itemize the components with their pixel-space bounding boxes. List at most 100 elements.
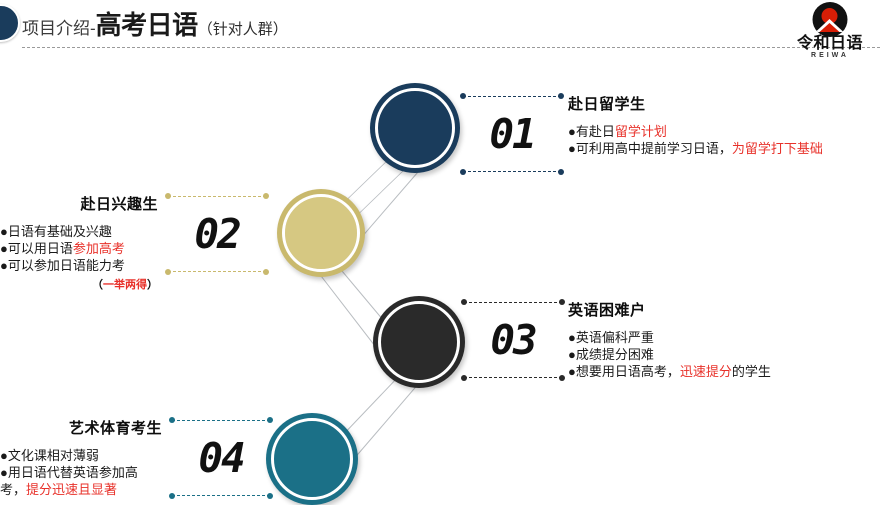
bullet-dot-icon: ● bbox=[0, 448, 8, 463]
bullet-text: 日语有基础及兴趣 bbox=[7, 224, 112, 239]
bullet-dot-icon: ● bbox=[0, 465, 8, 480]
bullet-text: 可以参加日语能力考 bbox=[7, 258, 125, 273]
page-title-prefix: 项目介绍- bbox=[22, 19, 96, 38]
section-bullets-01: ●有赴日留学计划●可利用高中提前学习日语，为留学打下基础 bbox=[568, 123, 868, 157]
node-circle-01 bbox=[370, 83, 460, 173]
bullet-item: ●可以用日语参加高考 bbox=[0, 240, 158, 257]
mountain-red-icon bbox=[819, 23, 840, 32]
bullet-text: 的学生 bbox=[731, 364, 771, 379]
bullet-item: ●想要用日语高考，迅速提分的学生 bbox=[568, 363, 868, 380]
bullet-item: ●有赴日留学计划 bbox=[568, 123, 868, 140]
number-dot-tr-04 bbox=[267, 417, 273, 423]
number-block-04: 04 bbox=[169, 417, 273, 499]
bullet-item: ●可以参加日语能力考 bbox=[0, 257, 158, 274]
section-note: （一举两得） bbox=[0, 276, 158, 292]
bullet-dot-icon: ● bbox=[568, 347, 576, 362]
number-rule-bottom-03 bbox=[464, 377, 562, 378]
number-dot-tl-04 bbox=[169, 417, 175, 423]
bullet-dot-icon: ● bbox=[568, 124, 576, 139]
bullet-dot-icon: ● bbox=[568, 364, 576, 379]
bullet-text-highlight: 参加高考 bbox=[72, 241, 125, 256]
bullet-text-highlight: 留学计划 bbox=[614, 124, 667, 139]
section-title-03: 英语困难户 bbox=[568, 302, 646, 319]
number-rule-top-03 bbox=[464, 302, 562, 303]
header-divider bbox=[22, 47, 880, 48]
number-label-02: 02 bbox=[194, 210, 241, 258]
logo-wordmark: 令和日语 bbox=[796, 35, 863, 52]
logo-subtext: REIWA bbox=[811, 52, 849, 59]
bullet-text: 有赴日 bbox=[575, 124, 615, 139]
bullet-dot-icon: ● bbox=[0, 258, 8, 273]
number-dot-bl-04 bbox=[169, 493, 175, 499]
bullet-dot-icon: ● bbox=[568, 141, 576, 156]
number-dot-tr-02 bbox=[263, 193, 269, 199]
node-circle-02 bbox=[277, 189, 365, 277]
number-rule-bottom-02 bbox=[168, 271, 266, 272]
number-label-03: 03 bbox=[490, 316, 537, 364]
bullet-text: 可以用日语 bbox=[7, 241, 73, 256]
bullet-text: 想要用日语高考， bbox=[575, 364, 680, 379]
number-block-01: 01 bbox=[460, 93, 564, 175]
number-dot-tl-02 bbox=[165, 193, 171, 199]
section-bullets-02: ●日语有基础及兴趣●可以用日语参加高考●可以参加日语能力考（一举两得） bbox=[0, 223, 158, 292]
bullet-item: ●文化课相对薄弱 bbox=[0, 447, 162, 464]
number-dot-tl-01 bbox=[460, 93, 466, 99]
bullet-dot-icon: ● bbox=[568, 330, 576, 345]
number-dot-tr-03 bbox=[559, 299, 565, 305]
bullet-item: ●日语有基础及兴趣 bbox=[0, 223, 158, 240]
number-dot-br-04 bbox=[267, 493, 273, 499]
number-rule-bottom-04 bbox=[172, 495, 270, 496]
section-text-03: 英语困难户 ●英语偏科严重●成绩提分困难●想要用日语高考，迅速提分的学生 bbox=[568, 302, 868, 380]
node-ring-03 bbox=[378, 301, 460, 383]
section-text-02: 赴日兴趣生 ●日语有基础及兴趣●可以用日语参加高考●可以参加日语能力考（一举两得… bbox=[0, 196, 158, 292]
number-dot-br-03 bbox=[559, 375, 565, 381]
number-rule-top-04 bbox=[172, 420, 270, 421]
bullet-item: ●可利用高中提前学习日语，为留学打下基础 bbox=[568, 140, 868, 157]
number-label-04: 04 bbox=[198, 434, 245, 482]
section-bullets-04: ●文化课相对薄弱●用日语代替英语参加高考，提分迅速且显著 bbox=[0, 447, 162, 498]
header-accent-circle bbox=[0, 4, 20, 42]
number-rule-top-02 bbox=[168, 196, 266, 197]
node-ring-02 bbox=[282, 194, 360, 272]
note-highlight: 一举两得 bbox=[103, 279, 147, 291]
bullet-text: 英语偏科严重 bbox=[575, 330, 654, 345]
node-ring-01 bbox=[375, 88, 455, 168]
mt-fuji-sun-emblem-icon bbox=[812, 2, 848, 37]
node-circle-04 bbox=[266, 413, 358, 505]
bullet-dot-icon: ● bbox=[0, 224, 8, 239]
bullet-dot-icon: ● bbox=[0, 241, 8, 256]
bullet-text: 成绩提分困难 bbox=[575, 347, 654, 362]
bullet-text: 用日语代替英语参加高考， bbox=[0, 465, 138, 497]
note-open-paren: （ bbox=[92, 279, 103, 291]
page-header: 项目介绍-高考日语（针对人群） bbox=[0, 0, 880, 62]
bullet-item: ●成绩提分困难 bbox=[568, 346, 868, 363]
number-block-02: 02 bbox=[165, 193, 269, 275]
number-dot-bl-02 bbox=[165, 269, 171, 275]
number-dot-bl-03 bbox=[461, 375, 467, 381]
section-title-02: 赴日兴趣生 bbox=[80, 196, 158, 213]
section-title-01: 赴日留学生 bbox=[568, 96, 646, 113]
bullet-text: 可利用高中提前学习日语， bbox=[575, 141, 732, 156]
number-block-03: 03 bbox=[461, 299, 565, 381]
number-dot-br-02 bbox=[263, 269, 269, 275]
number-label-01: 01 bbox=[489, 110, 536, 158]
number-dot-tl-03 bbox=[461, 299, 467, 305]
bullet-item: ●英语偏科严重 bbox=[568, 329, 868, 346]
bullet-text: 文化课相对薄弱 bbox=[7, 448, 99, 463]
number-rule-top-01 bbox=[463, 96, 561, 97]
page-title: 项目介绍-高考日语（针对人群） bbox=[22, 12, 288, 38]
brand-logo: 令和日语 REIWA bbox=[786, 2, 874, 60]
number-dot-br-01 bbox=[558, 169, 564, 175]
bullet-text-highlight: 为留学打下基础 bbox=[731, 141, 823, 156]
bullet-text-highlight: 提分迅速且显著 bbox=[26, 482, 118, 497]
number-rule-bottom-01 bbox=[463, 171, 561, 172]
section-text-04: 艺术体育考生 ●文化课相对薄弱●用日语代替英语参加高考，提分迅速且显著 bbox=[0, 420, 162, 498]
number-dot-bl-01 bbox=[460, 169, 466, 175]
page-title-paren: （针对人群） bbox=[197, 21, 288, 38]
page-title-main: 高考日语 bbox=[95, 10, 199, 40]
section-bullets-03: ●英语偏科严重●成绩提分困难●想要用日语高考，迅速提分的学生 bbox=[568, 329, 868, 380]
bullet-item: ●用日语代替英语参加高考，提分迅速且显著 bbox=[0, 464, 162, 498]
note-close-paren: ） bbox=[147, 279, 158, 291]
node-circle-03 bbox=[373, 296, 465, 388]
section-title-04: 艺术体育考生 bbox=[68, 420, 162, 437]
